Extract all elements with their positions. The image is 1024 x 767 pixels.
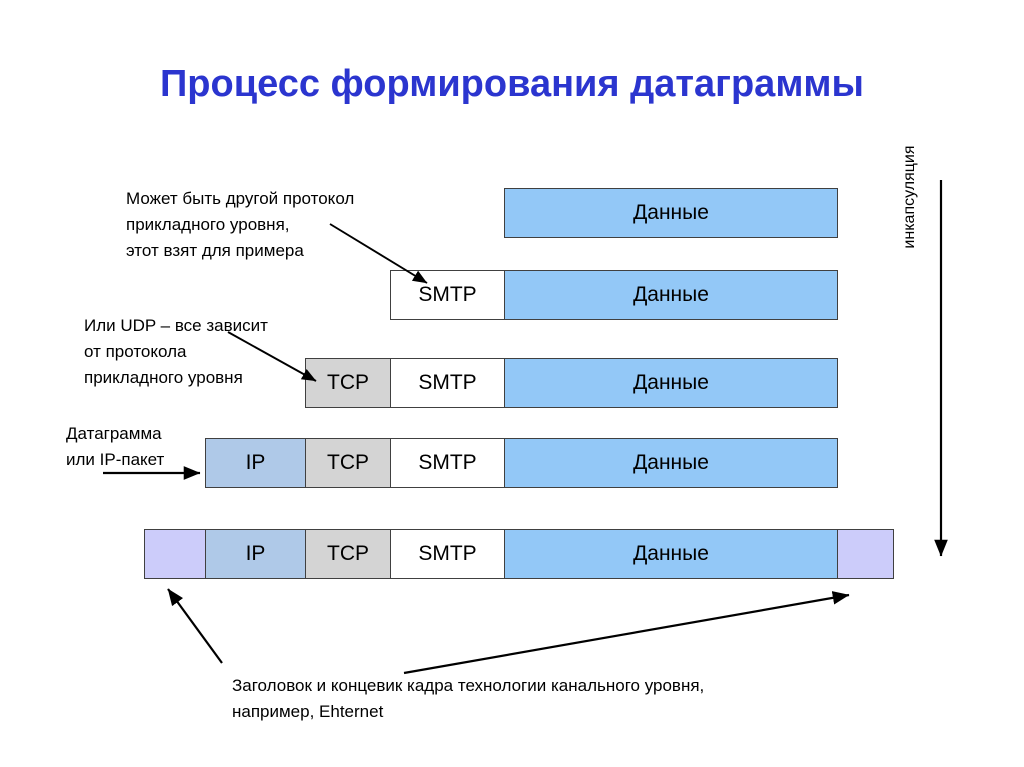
note-transport-protocol-line-1: Или UDP – все зависит bbox=[84, 316, 268, 335]
segment-ip: IP bbox=[205, 438, 306, 488]
segment-data: Данные bbox=[504, 358, 838, 408]
note-transport-protocol-line-2: от протокола bbox=[84, 342, 187, 361]
segment-frame-header bbox=[144, 529, 206, 579]
encapsulation-label: инкапсуляция bbox=[901, 145, 918, 249]
segment-smtp: SMTP bbox=[390, 529, 505, 579]
segment-tcp: TCP bbox=[305, 529, 391, 579]
note-application-protocol: Может быть другой протокол прикладного у… bbox=[126, 186, 354, 264]
segment-data: Данные bbox=[504, 529, 838, 579]
note-datagram-line-1: Датаграмма bbox=[66, 424, 162, 443]
segment-tcp: TCP bbox=[305, 438, 391, 488]
segment-smtp: SMTP bbox=[390, 438, 505, 488]
leader-frame-trailer bbox=[403, 591, 850, 675]
note-datagram: Датаграмма или IP-пакет bbox=[66, 421, 164, 473]
segment-smtp: SMTP bbox=[390, 270, 505, 320]
note-datagram-line-2: или IP-пакет bbox=[66, 450, 165, 469]
note-frame-line-2: например, Ehternet bbox=[232, 702, 384, 721]
note-transport-protocol: Или UDP – все зависит от протокола прикл… bbox=[84, 313, 268, 391]
segment-data: Данные bbox=[504, 270, 838, 320]
leader-frame-header bbox=[167, 588, 223, 664]
note-application-protocol-line-2: прикладного уровня, bbox=[126, 215, 290, 234]
segment-frame-trailer bbox=[837, 529, 894, 579]
note-transport-protocol-line-3: прикладного уровня bbox=[84, 368, 243, 387]
note-application-protocol-line-3: этот взят для примера bbox=[126, 241, 304, 260]
segment-tcp: TCP bbox=[305, 358, 391, 408]
row-application-data: Данные bbox=[504, 188, 838, 238]
segment-data: Данные bbox=[504, 438, 838, 488]
segment-ip: IP bbox=[205, 529, 306, 579]
segment-data: Данные bbox=[504, 188, 838, 238]
page-title: Процесс формирования датаграммы bbox=[159, 63, 864, 105]
note-frame: Заголовок и концевик кадра технологии ка… bbox=[232, 673, 704, 725]
segment-smtp: SMTP bbox=[390, 358, 505, 408]
note-application-protocol-line-1: Может быть другой протокол bbox=[126, 189, 355, 208]
note-frame-line-1: Заголовок и концевик кадра технологии ка… bbox=[232, 676, 705, 695]
